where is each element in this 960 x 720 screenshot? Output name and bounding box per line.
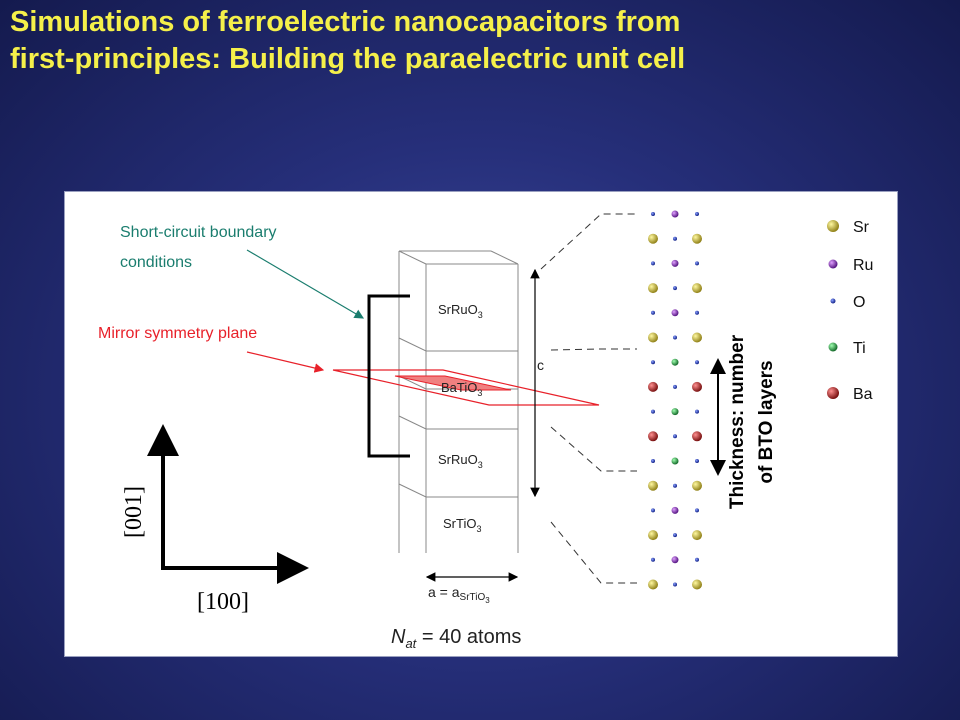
atom-o (651, 508, 655, 513)
axis-001-label: [001] (121, 486, 147, 538)
legend-swatch-sr (827, 220, 839, 232)
atom-ti (671, 408, 679, 416)
atom-o (673, 582, 677, 587)
legend-swatch-ru (828, 259, 838, 269)
atom-o (651, 557, 655, 562)
layer-label-batio3: BaTiO3 (441, 380, 482, 398)
atom-sr (692, 579, 702, 590)
c-dimension-label: c (537, 357, 544, 373)
atom-sr (692, 283, 702, 294)
atom-ru (671, 210, 679, 218)
atom-o (673, 236, 677, 241)
unit-cell-diagram: SrRuO3 BaTiO3 SrRuO3 SrTiO3 Short-circui… (98, 210, 873, 651)
atom-sr (648, 480, 658, 491)
atom-sr (648, 530, 658, 541)
legend-swatch-o (830, 298, 836, 304)
atom-ba (648, 431, 658, 442)
atom-o (695, 261, 699, 266)
atom-o (673, 335, 677, 340)
atom-sr (692, 332, 702, 343)
atom-sr (648, 579, 658, 590)
layer-label-srruo3-top: SrRuO3 (438, 302, 483, 320)
diagram-panel: SrRuO3 BaTiO3 SrRuO3 SrTiO3 Short-circui… (64, 191, 898, 657)
layer-divider-3 (398, 415, 518, 430)
atom-o (673, 384, 677, 389)
atom-ru (671, 309, 679, 317)
layer-label-srtio3: SrTiO3 (443, 516, 481, 534)
atom-ru (671, 506, 679, 514)
atom-o (695, 212, 699, 216)
thickness-label-line2: of BTO layers (756, 360, 777, 483)
thickness-label: Thickness: number of BTO layers (727, 334, 777, 509)
legend-label-sr: Sr (853, 219, 870, 236)
atom-count-label: Nat = 40 atoms (391, 626, 521, 651)
boundary-bracket (367, 294, 410, 458)
atom-o (651, 459, 655, 463)
zoom-connectors (540, 213, 637, 584)
mirror-plane (332, 369, 600, 406)
atom-ru (671, 259, 679, 267)
btio-slab-highlight (394, 375, 512, 391)
atom-ti (671, 457, 679, 465)
legend-label-ru: Ru (853, 257, 873, 274)
atom-column (648, 210, 702, 590)
legend-swatch-ti (828, 342, 838, 352)
atom-sr (692, 480, 702, 491)
legend-label-ti: Ti (853, 340, 866, 357)
atom-o (673, 434, 677, 439)
atom-o (695, 360, 699, 365)
atom-o (695, 459, 699, 463)
atom-ba (692, 381, 702, 392)
atom-ba (648, 381, 658, 392)
boundary-annotation-line2: conditions (120, 254, 192, 271)
boundary-annotation-line1: Short-circuit boundary (120, 224, 277, 241)
atom-sr (648, 332, 658, 343)
layer-label-srruo3-bottom: SrRuO3 (438, 452, 483, 470)
atom-o (651, 360, 655, 365)
legend-swatch-ba (827, 387, 839, 399)
thickness-label-line1: Thickness: number (727, 334, 748, 509)
atom-sr (648, 283, 658, 294)
layer-divider-4 (398, 483, 518, 498)
atom-sr (692, 233, 702, 244)
atom-o (695, 557, 699, 562)
atom-o (651, 310, 655, 315)
atom-o (673, 286, 677, 291)
atom-sr (648, 233, 658, 244)
atom-o (651, 409, 655, 414)
mirror-annotation: Mirror symmetry plane (98, 325, 257, 342)
atom-o (673, 483, 677, 488)
legend-label-o: O (853, 294, 865, 311)
atom-ru (671, 556, 679, 564)
a-dimension-label: a = aSrTiO3 (428, 584, 490, 605)
atom-o (673, 533, 677, 538)
legend-label-ba: Ba (853, 386, 873, 403)
mirror-annotation-arrow (246, 351, 325, 373)
atom-o (651, 261, 655, 266)
atom-o (651, 212, 655, 216)
atom-sr (692, 530, 702, 541)
atom-ti (671, 358, 679, 366)
atom-o (695, 310, 699, 315)
atom-o (695, 409, 699, 414)
layer-divider-1 (398, 337, 518, 352)
axis-100-label: [100] (197, 589, 249, 615)
layer-stack (398, 250, 519, 553)
stack-top-edge (399, 250, 519, 265)
stack-left-face (398, 250, 427, 553)
slide-title: Simulations of ferroelectric nanocapacit… (10, 6, 686, 75)
atom-ba (692, 431, 702, 442)
atom-o (695, 508, 699, 513)
boundary-annotation-arrow (246, 249, 365, 319)
